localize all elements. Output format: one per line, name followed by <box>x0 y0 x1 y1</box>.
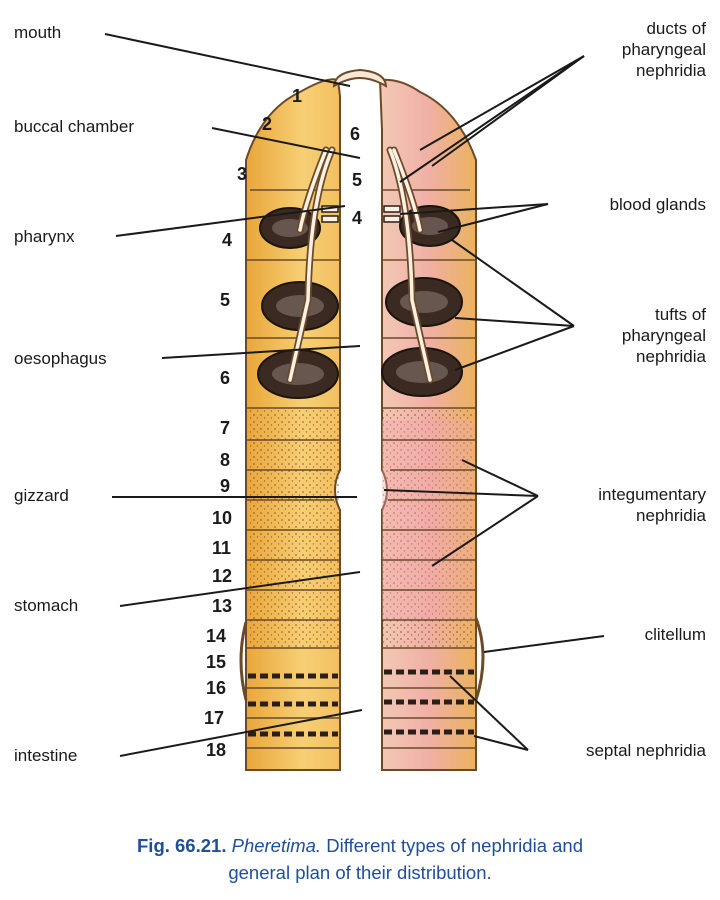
segment-number-10: 10 <box>212 508 233 528</box>
label-tufts-line3: nephridia <box>636 347 706 366</box>
segment-number-16: 16 <box>206 678 227 698</box>
label-tufts-line2: pharyngeal <box>621 326 706 345</box>
segment-number-5: 5 <box>220 290 231 310</box>
caption-line1: Fig. 66.21. Pheretima. Different types o… <box>0 832 720 859</box>
label-clitellum: clitellum <box>644 625 706 644</box>
segment-number-1: 1 <box>292 86 303 106</box>
segment-number-4: 4 <box>222 230 233 250</box>
segment-number-18: 18 <box>206 740 227 760</box>
label-buccal-chamber: buccal chamber <box>14 117 135 136</box>
label-integumentary-line2: nephridia <box>636 506 706 525</box>
leader-lines-right <box>383 55 605 751</box>
label-integumentary-nephridia: integumentary nephridia <box>598 484 706 526</box>
label-pharynx: pharynx <box>14 227 75 246</box>
segment-number-14: 14 <box>206 626 227 646</box>
clitellum-left-bulge <box>239 621 248 701</box>
label-ducts-line2: pharyngeal <box>621 40 706 59</box>
caption-text-line2: general plan of their distribution. <box>228 862 492 883</box>
pharyngeal-ducts-inner <box>288 148 432 382</box>
label-tufts-of-pharyngeal-nephridia: tufts of pharyngeal nephridia <box>622 304 706 367</box>
inner-number-4: 4 <box>352 208 363 228</box>
label-ducts-line1: ducts of <box>646 19 706 38</box>
caption-fig-number: Fig. 66.21. <box>137 835 227 856</box>
label-septal-nephridia: septal nephridia <box>585 741 706 760</box>
septal-nephridia-bands <box>248 669 474 737</box>
caption-genus: Pheretima. <box>231 835 322 856</box>
segment-number-17: 17 <box>204 708 225 728</box>
segment-number-7: 7 <box>220 418 231 438</box>
segment-number-11: 11 <box>212 538 232 558</box>
label-gizzard: gizzard <box>14 486 69 505</box>
inner-number-6: 6 <box>350 124 361 144</box>
worm-body <box>239 68 485 771</box>
caption-text-line1: Different types of nephridia and <box>326 835 583 856</box>
segment-number-3: 3 <box>237 164 248 184</box>
label-ducts-line3: nephridia <box>636 61 706 80</box>
label-oesophagus: oesophagus <box>14 349 107 368</box>
leader-lines-left <box>104 33 363 757</box>
right-dotted-region <box>382 408 474 648</box>
label-tufts-line1: tufts of <box>654 305 706 324</box>
segment-number-9: 9 <box>220 476 231 496</box>
segment-number-13: 13 <box>212 596 233 616</box>
segment-number-15: 15 <box>206 652 227 672</box>
figure-caption: Fig. 66.21. Pheretima. Different types o… <box>0 832 720 886</box>
segment-number-12: 12 <box>212 566 233 586</box>
label-ducts-of-pharyngeal-nephridia: ducts of pharyngeal nephridia <box>622 18 706 81</box>
label-mouth: mouth <box>14 23 62 42</box>
left-dotted-region <box>248 408 340 648</box>
label-stomach: stomach <box>14 596 79 615</box>
right-pink-wash <box>382 420 474 620</box>
label-blood-glands: blood glands <box>609 195 706 214</box>
segment-number-8: 8 <box>220 450 231 470</box>
segment-lines <box>246 189 476 749</box>
inner-number-5: 5 <box>352 170 363 190</box>
segment-number-2: 2 <box>262 114 273 134</box>
label-intestine: intestine <box>14 746 78 765</box>
segment-number-6: 6 <box>220 368 231 388</box>
clitellum-right-bulge <box>474 617 485 701</box>
mouth-lip <box>332 68 388 88</box>
label-integumentary-line1: integumentary <box>598 485 706 504</box>
